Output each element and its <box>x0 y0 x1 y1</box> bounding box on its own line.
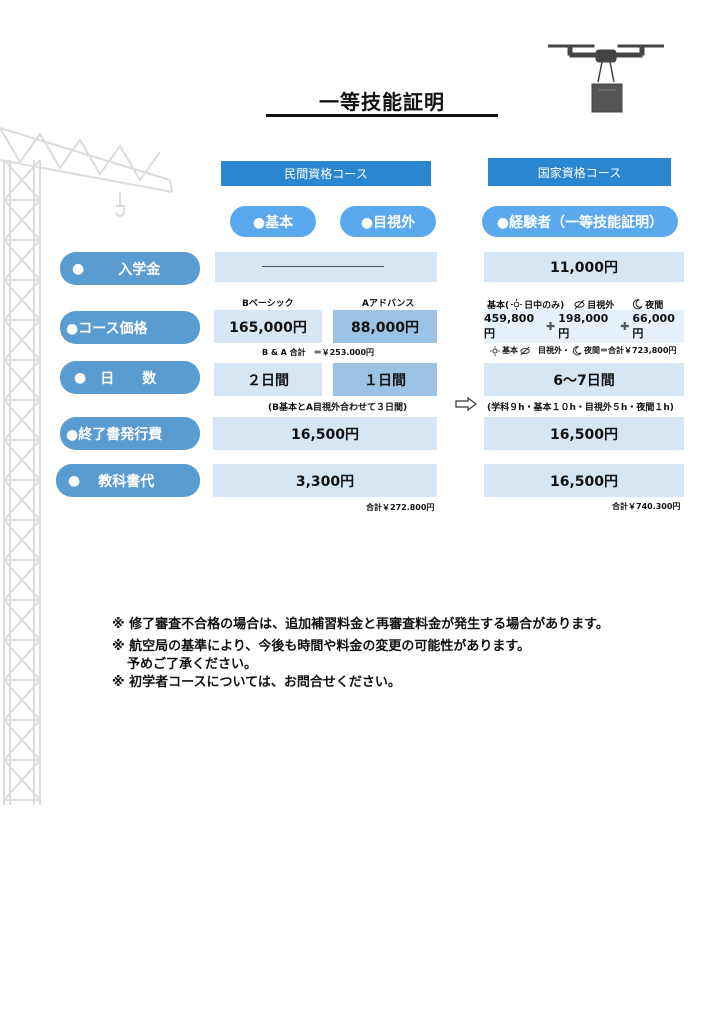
private-days-note: (B基本とA目視外合わせて３日間) <box>268 403 408 413</box>
row-label-text: ●コース価格 <box>66 320 148 337</box>
arrow-right-icon <box>455 397 477 411</box>
cert-fee-national-cell: 16,500円 <box>484 417 684 450</box>
row-label-entry-fee: ● 入学金 <box>60 252 200 285</box>
national-price-summary: 基本 目視外・ 夜間＝合計￥723,800円 <box>490 345 676 356</box>
national-price-head: 基本( 日中のみ) 目視外 夜間 <box>487 298 663 311</box>
eye-slash-icon <box>520 346 530 355</box>
summary-basic: 基本 <box>502 346 518 355</box>
b-basic-label: Bベーシック <box>242 299 294 309</box>
entry-fee-national-cell: 11,000円 <box>484 252 684 282</box>
national-days-note: (学科９h・基本１０h・目視外５h・夜間１h) <box>487 403 674 413</box>
national-head-visual: 目視外 <box>587 301 615 311</box>
title-underline <box>266 114 498 117</box>
sun-icon <box>511 299 523 310</box>
national-price-cell: 459,800円 ✚ 198,000円 ✚ 66,000円 <box>484 310 684 343</box>
row-label-cert-fee: ●終了書発行費 <box>60 417 200 450</box>
national-course-header: 国家資格コース <box>488 158 671 186</box>
note-beginner: ※ 初学者コースについては、お問合せください。 <box>112 675 401 690</box>
row-label-textbook: ● 教科書代 <box>56 464 200 497</box>
crane-illustration <box>0 127 173 805</box>
row-bullet: ● <box>68 472 81 489</box>
ba-total: B & A 合計 ＝￥253.000円 <box>262 348 375 357</box>
national-head-daytime: 日中のみ) <box>524 301 565 311</box>
visual-pill: ●目視外 <box>340 206 436 237</box>
textbook-private-cell: 3,300円 <box>213 464 437 497</box>
national-head-night: 夜間 <box>645 301 664 311</box>
plus-icon: ✚ <box>545 320 556 333</box>
sun-icon <box>490 345 500 356</box>
national-price-night: 66,000円 <box>632 312 675 340</box>
moon-icon <box>633 299 643 310</box>
note-retest-fee: ※ 修了審査不合格の場合は、追加補習料金と再審査料金が発生する場合があります。 <box>112 617 609 632</box>
plus-icon: ✚ <box>620 320 630 333</box>
row-label-days: ● 日 数 <box>60 361 200 394</box>
a-days-cell: １日間 <box>333 363 437 396</box>
not-applicable-line <box>262 266 384 267</box>
b-days-cell: ２日間 <box>214 363 322 396</box>
textbook-national-cell: 16,500円 <box>484 464 684 497</box>
cert-fee-private-cell: 16,500円 <box>213 417 437 450</box>
row-label-course-price: ●コース価格 <box>60 311 200 344</box>
moon-icon <box>572 345 582 355</box>
basic-pill: ●基本 <box>230 206 316 237</box>
national-head-basic: 基本( <box>487 301 510 311</box>
national-days-cell: 6〜7日間 <box>484 363 684 396</box>
national-price-visual: 198,000円 <box>558 312 609 340</box>
row-label-text: 日 数 <box>100 370 157 387</box>
page-title: 一等技能証明 <box>319 90 445 114</box>
eye-slash-icon <box>574 299 585 310</box>
a-advance-price-cell: 88,000円 <box>333 310 437 343</box>
private-total: 合計￥272.800円 <box>366 503 435 512</box>
row-label-text: 教科書代 <box>98 473 155 490</box>
note-rule-change: ※ 航空局の基準により、今後も時間や料金の変更の可能性があります。 <box>112 639 531 654</box>
a-advance-label: Aアドバンス <box>362 299 415 309</box>
national-price-basic: 459,800円 <box>484 312 535 340</box>
private-course-header: 民間資格コース <box>221 161 431 186</box>
row-bullet: ● <box>72 260 85 277</box>
national-total: 合計￥740.300円 <box>612 502 681 511</box>
entry-fee-private-cell <box>215 252 437 282</box>
summary-night: 夜間＝合計￥723,800円 <box>584 346 677 355</box>
note-apology: 予めご了承ください。 <box>127 657 258 672</box>
row-label-text: 入学金 <box>118 261 161 278</box>
drone-icon <box>548 44 664 113</box>
summary-visual: 目視外・ <box>538 346 570 355</box>
row-bullet: ● <box>74 369 87 386</box>
b-basic-price-cell: 165,000円 <box>214 310 322 343</box>
experienced-pill: ●経験者（一等技能証明） <box>482 206 678 237</box>
row-label-text: ●終了書発行費 <box>66 426 163 443</box>
